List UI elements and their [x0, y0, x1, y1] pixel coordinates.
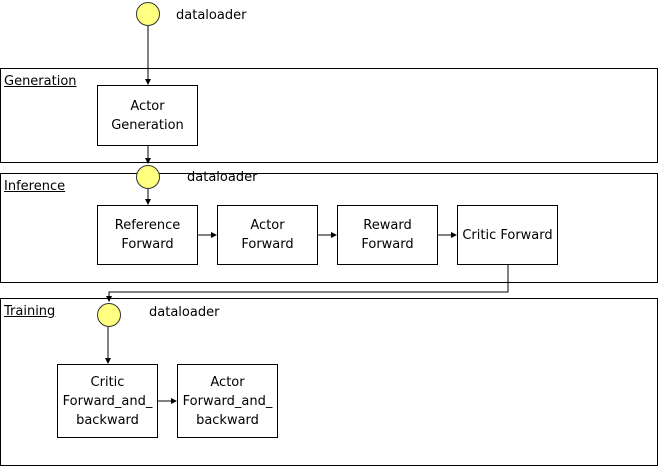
dataloader-circle-training	[97, 303, 121, 327]
actor-forward-backward-node: Actor Forward_and_ backward	[177, 364, 278, 438]
reward-forward-node: Reward Forward	[337, 205, 438, 265]
dataloader-circle-inference	[136, 165, 160, 189]
dataloader-label-training: dataloader	[149, 305, 220, 320]
inference-section-label: Inference	[4, 179, 66, 194]
generation-section-label: Generation	[4, 74, 77, 89]
critic-forward-backward-node: Critic Forward_and_ backward	[57, 364, 158, 438]
critic-forward-node: Critic Forward	[457, 205, 558, 265]
training-section-label: Training	[4, 304, 56, 319]
dataloader-label-inference: dataloader	[187, 170, 258, 185]
actor-forward-node: Actor Forward	[217, 205, 318, 265]
actor-generation-node: Actor Generation	[97, 85, 198, 146]
reference-forward-node: Reference Forward	[97, 205, 198, 265]
dataloader-circle-top	[136, 2, 160, 26]
dataloader-label-top: dataloader	[176, 8, 247, 23]
